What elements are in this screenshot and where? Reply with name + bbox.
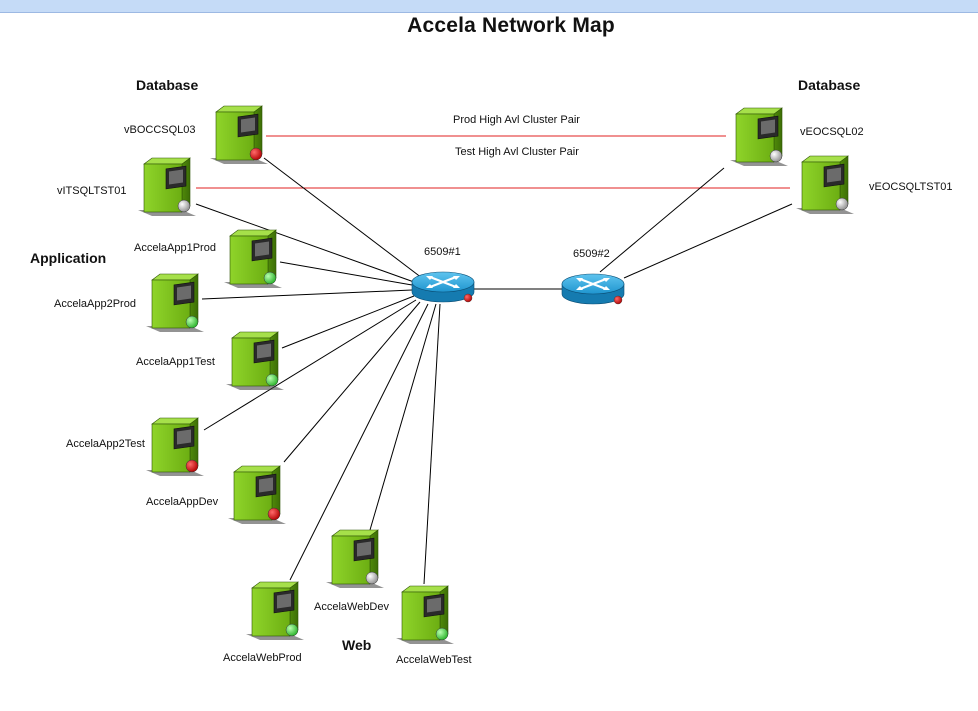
link-r1-webprod [289,303,429,581]
link-r1-app2prod [201,289,413,300]
server-vboccsql03-icon[interactable] [210,105,268,164]
status-red-icon [613,295,623,305]
link-r1-webdev [369,303,437,531]
server-app1prod-icon[interactable] [224,229,282,288]
link-r1-app1prod [279,261,413,286]
status-green-icon [435,627,449,641]
section-application: Application [30,250,107,266]
page-title: Accela Network Map [407,14,615,37]
section-web: Web [342,637,372,653]
server-app2prod-icon[interactable] [146,273,204,332]
status-green-icon [185,315,199,329]
link-r1-vitsqltst01 [195,203,415,283]
server-label-webdev: AccelaWebDev [314,601,389,613]
router-6509-2-label: 6509#2 [573,248,610,260]
server-webprod-icon[interactable] [246,581,304,640]
server-veocsql02-icon[interactable] [730,107,788,166]
server-webtest-icon[interactable] [396,585,454,644]
status-gray-icon [835,197,849,211]
server-app2test-icon[interactable] [146,417,204,476]
server-label-app1test: AccelaApp1Test [136,356,215,368]
link-r1-appdev [283,301,421,463]
nodes-layer [138,105,854,644]
server-label-app1prod: AccelaApp1Prod [134,242,216,254]
link-r1-webtest [423,303,441,585]
server-label-vitsqltst01: vITSQLTST01 [57,185,127,197]
link-r1-app2test [203,299,417,431]
status-gray-icon [365,571,379,585]
router-6509-2-icon[interactable] [561,273,625,305]
test-cluster-label: Test High Avl Cluster Pair [455,146,579,158]
status-gray-icon [177,199,191,213]
status-red-icon [267,507,281,521]
server-label-veocsqltst01: vEOCSQLTST01 [869,181,953,193]
server-vitsqltst01-icon[interactable] [138,157,196,216]
server-veocsqltst01-icon[interactable] [796,155,854,214]
server-appdev-icon[interactable] [228,465,286,524]
server-label-vboccsql03: vBOCCSQL03 [124,124,196,136]
server-app1test-icon[interactable] [226,331,284,390]
status-green-icon [285,623,299,637]
link-r2-veocsql02 [599,167,725,273]
router-6509-1-label: 6509#1 [424,246,461,258]
server-label-webprod: AccelaWebProd [223,652,302,664]
server-label-veocsql02: vEOCSQL02 [800,126,864,138]
status-red-icon [185,459,199,473]
status-red-icon [249,147,263,161]
server-label-app2test: AccelaApp2Test [66,438,145,450]
section-database-right: Database [798,77,861,93]
router-6509-1-icon[interactable] [411,271,475,303]
status-green-icon [263,271,277,285]
section-database-left: Database [136,77,199,93]
server-label-webtest: AccelaWebTest [396,654,472,666]
prod-cluster-label: Prod High Avl Cluster Pair [453,114,580,126]
status-gray-icon [769,149,783,163]
server-label-appdev: AccelaAppDev [146,496,219,508]
window-title-bar [0,0,978,13]
link-r1-vboccsql03 [263,157,423,279]
server-webdev-icon[interactable] [326,529,384,588]
link-r2-veocsqltst01 [623,203,793,279]
server-label-app2prod: AccelaApp2Prod [54,298,136,310]
status-green-icon [265,373,279,387]
status-red-icon [463,293,473,303]
link-r1-app1test [281,295,415,349]
links-layer [195,135,793,585]
